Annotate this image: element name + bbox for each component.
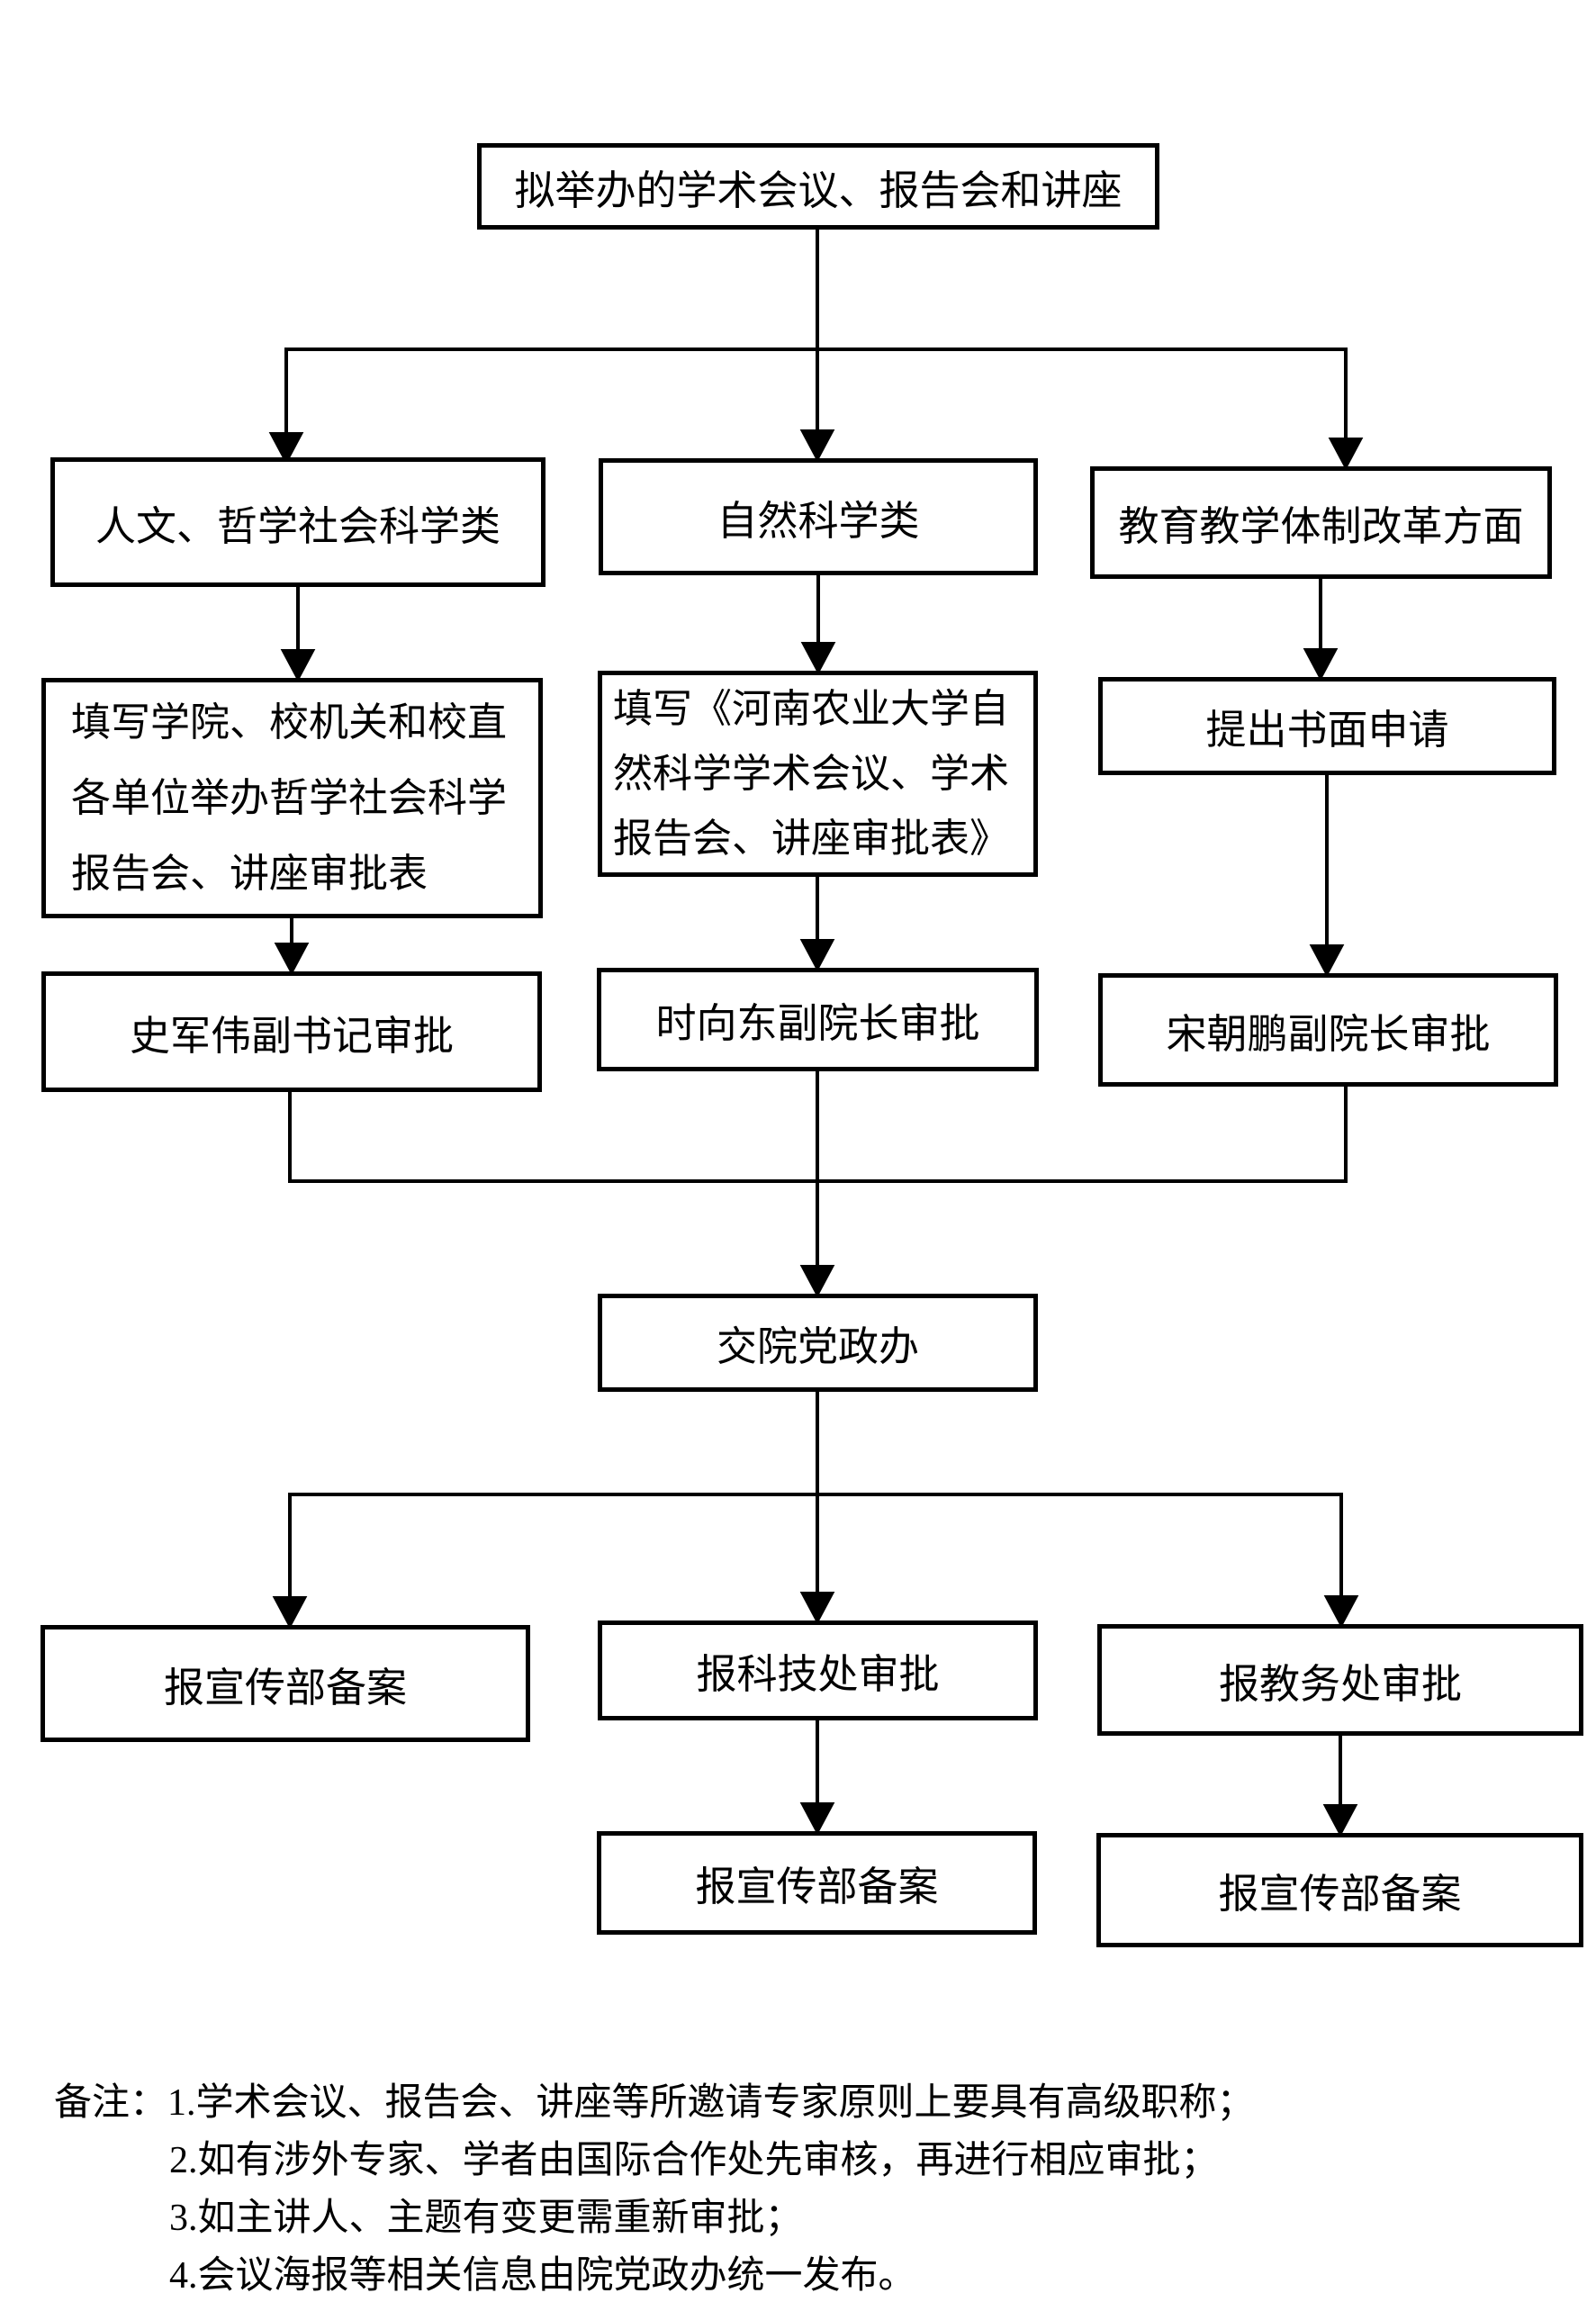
note-line: 2.如有涉外专家、学者由国际合作处先审核，再进行相应审批； <box>169 2140 1219 2181</box>
flow-box-approve-songchaopeng: 宋朝鹏副院长审批 <box>1098 973 1558 1087</box>
flow-box-written-application: 提出书面申请 <box>1098 677 1556 775</box>
note-line: 4.会议海报等相关信息由院党政办统一发布。 <box>169 2255 916 2297</box>
flow-box-proposed-events: 拟举办的学术会议、报告会和讲座 <box>477 143 1159 230</box>
flow-box-branch-natural: 自然科学类 <box>599 458 1038 575</box>
box-line: 填写学院、校机关和校直 <box>71 700 507 745</box>
arrowhead <box>799 939 835 972</box>
notes-prefix: 备注： <box>54 2082 168 2124</box>
arrowhead <box>268 432 304 465</box>
flow-box-natural-form: 填写《河南农业大学自 然科学学术会议、学术 报告会、讲座审批表》 <box>598 671 1038 877</box>
arrowhead <box>799 1802 835 1836</box>
note-item: 1.学术会议、报告会、讲座等所邀请专家原则上要具有高级职称； <box>167 2082 1255 2124</box>
arrowhead <box>280 649 316 682</box>
flow-box-approve-shixiangdong: 时向东副院长审批 <box>597 968 1039 1071</box>
arrowhead <box>1323 1595 1359 1629</box>
flow-box-humanities-form: 填写学院、校机关和校直 各单位举办哲学社会科学 报告会、讲座审批表 <box>41 678 543 918</box>
arrowhead <box>272 1596 308 1629</box>
arrowhead <box>799 1265 835 1298</box>
arrowhead <box>1309 944 1345 978</box>
note-line: 3.如主讲人、主题有变更需重新审批； <box>169 2198 803 2239</box>
box-line: 填写《河南农业大学自 <box>613 686 1009 731</box>
box-line: 报告会、讲座审批表》 <box>613 816 1009 861</box>
flow-box-branch-education: 教育教学体制改革方面 <box>1090 466 1552 579</box>
arrowhead <box>799 1592 835 1625</box>
flow-box-file-propaganda-left: 报宣传部备案 <box>41 1625 530 1742</box>
box-line: 各单位举办哲学社会科学 <box>71 775 507 820</box>
note-line: 备注：1.学术会议、报告会、讲座等所邀请专家原则上要具有高级职称； <box>54 2074 1596 2132</box>
flow-box-approve-academic: 报教务处审批 <box>1097 1624 1583 1736</box>
flow-box-approve-scitech: 报科技处审批 <box>598 1620 1038 1720</box>
notes-block: 备注：1.学术会议、报告会、讲座等所邀请专家原则上要具有高级职称； 2.如有涉外… <box>54 2074 1596 2302</box>
flow-box-file-propaganda-mid: 报宣传部备案 <box>597 1831 1037 1935</box>
arrowhead <box>799 429 835 463</box>
flow-box-approve-shijunwei: 史军伟副书记审批 <box>41 971 542 1092</box>
arrowhead <box>1322 1804 1358 1837</box>
arrowhead <box>1303 648 1339 682</box>
flow-box-branch-humanities: 人文、哲学社会科学类 <box>50 457 546 587</box>
arrowhead <box>800 642 836 675</box>
arrowhead <box>1328 438 1364 471</box>
box-line: 报告会、讲座审批表 <box>71 851 428 896</box>
arrowhead <box>274 943 310 976</box>
flow-box-file-propaganda-right: 报宣传部备案 <box>1096 1833 1583 1947</box>
flow-box-office: 交院党政办 <box>598 1294 1038 1392</box>
box-line: 然科学学术会议、学术 <box>613 751 1009 796</box>
